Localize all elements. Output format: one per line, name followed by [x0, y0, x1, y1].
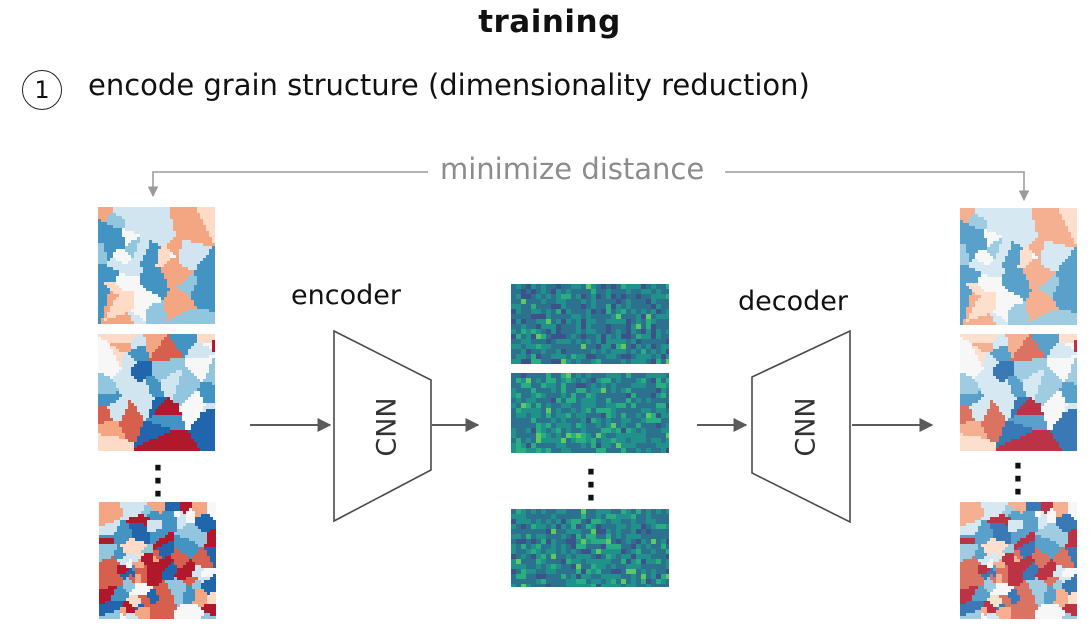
decoder-label: decoder	[738, 286, 848, 317]
decoder-cnn-text: CNN	[791, 397, 822, 456]
encoder-trapezoid	[333, 329, 432, 523]
encoder-cnn-block: CNN	[333, 329, 432, 523]
input-grain-image-2	[98, 334, 215, 451]
output-grain-image-2	[960, 334, 1077, 451]
output-grain-map-2	[960, 334, 1077, 451]
encoder-cnn-text: CNN	[372, 397, 403, 456]
output-ellipsis: ···	[1012, 449, 1024, 510]
input-ellipsis: ···	[152, 451, 164, 512]
input-grain-image-1	[98, 207, 215, 324]
input-grain-map-1	[98, 207, 215, 324]
decoder-cnn-block: CNN	[751, 329, 851, 524]
output-grain-image-1	[960, 208, 1077, 325]
latent-code-2	[511, 373, 669, 453]
encoder-label: encoder	[291, 280, 401, 311]
loss-bracket	[147, 171, 1030, 202]
decoder-trapezoid	[751, 329, 851, 524]
latent-code-grid-3	[511, 509, 669, 587]
step-description: encode grain structure (dimensionality r…	[88, 68, 810, 102]
latent-code-grid-1	[511, 284, 669, 364]
output-grain-map-1	[960, 208, 1077, 325]
output-grain-image-3	[960, 502, 1077, 619]
latent-ellipsis: ···	[585, 455, 597, 516]
input-grain-map-3	[99, 502, 216, 619]
loss-bracket-left	[147, 171, 428, 198]
loss-label: minimize distance	[440, 152, 705, 186]
diagram-title: training	[478, 4, 621, 40]
output-grain-map-3	[960, 502, 1077, 619]
input-grain-map-2	[98, 334, 215, 451]
latent-code-3	[511, 509, 669, 587]
input-grain-image-3	[99, 502, 216, 619]
latent-code-grid-2	[511, 373, 669, 453]
loss-bracket-right	[725, 171, 1030, 202]
latent-code-1	[511, 284, 669, 364]
step-number-circle: 1	[22, 70, 62, 110]
